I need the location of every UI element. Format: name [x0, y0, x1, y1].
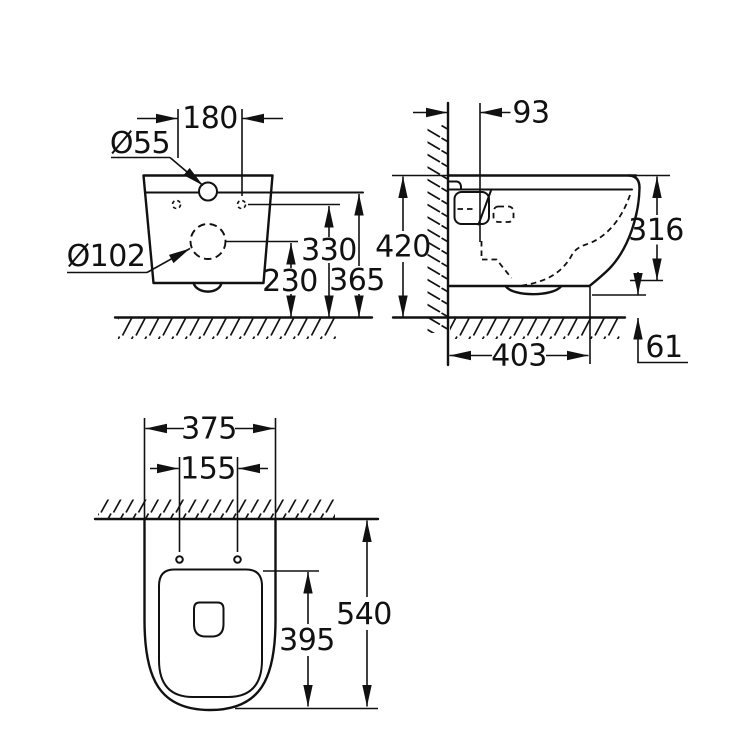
dim-365-label: 365 [329, 263, 385, 298]
dim-180-label: 180 [182, 101, 238, 136]
dim-155-label: 155 [180, 452, 236, 487]
plan-wall-hatching [98, 499, 335, 519]
plan-fixing-hole-left [175, 555, 184, 564]
plan-body-outline [143, 517, 277, 712]
trap-hidden-line [480, 241, 513, 279]
drain-circle [189, 223, 227, 260]
wall-hatching [427, 125, 448, 333]
plan-fixing-hole-right [233, 555, 242, 564]
side-front-profile [588, 174, 641, 288]
dim-375-label: 375 [181, 412, 237, 447]
bowl-opening-outline [193, 601, 225, 638]
flush-channel [453, 191, 490, 225]
dim-93-label: 93 [512, 96, 549, 131]
dim-420-label: 420 [375, 230, 431, 265]
dim-diameter-55-label: Ø55 [110, 126, 170, 161]
front-floor-hatching [118, 318, 336, 339]
inner-bowl-hidden-profile [521, 194, 631, 287]
drain-bump [192, 281, 223, 293]
dim-230-label: 230 [262, 264, 318, 299]
dim-330-label: 330 [301, 233, 357, 268]
dim-395-label: 395 [279, 623, 335, 658]
flush-hole-circle [198, 181, 218, 202]
bowl-underside-dip [504, 285, 563, 296]
dim-316-label: 316 [628, 213, 684, 248]
fixing-hole-mark-right [236, 199, 247, 210]
dim-diameter-102-label: Ø102 [67, 239, 146, 274]
side-back-step [447, 180, 463, 190]
side-floor-hatching [450, 318, 620, 339]
dim-61-label: 61 [645, 330, 682, 365]
plan-view: 375 155 540 395 [93, 412, 392, 712]
fixing-hole-mark-left [171, 199, 182, 210]
dim-61-leader [637, 336, 688, 364]
dim-403-label: 403 [491, 339, 547, 374]
seat-outline [158, 568, 263, 698]
dim-540-label: 540 [336, 597, 392, 632]
dim-diameter-102-leader [146, 247, 191, 274]
front-view: 180 Ø55 Ø102 330 230 365 [67, 101, 385, 339]
dim-diameter-55-leader [169, 156, 204, 187]
side-view: 93 420 316 403 61 [375, 96, 688, 374]
flush-distributor-hidden [492, 205, 515, 223]
front-body-outline [142, 174, 274, 285]
